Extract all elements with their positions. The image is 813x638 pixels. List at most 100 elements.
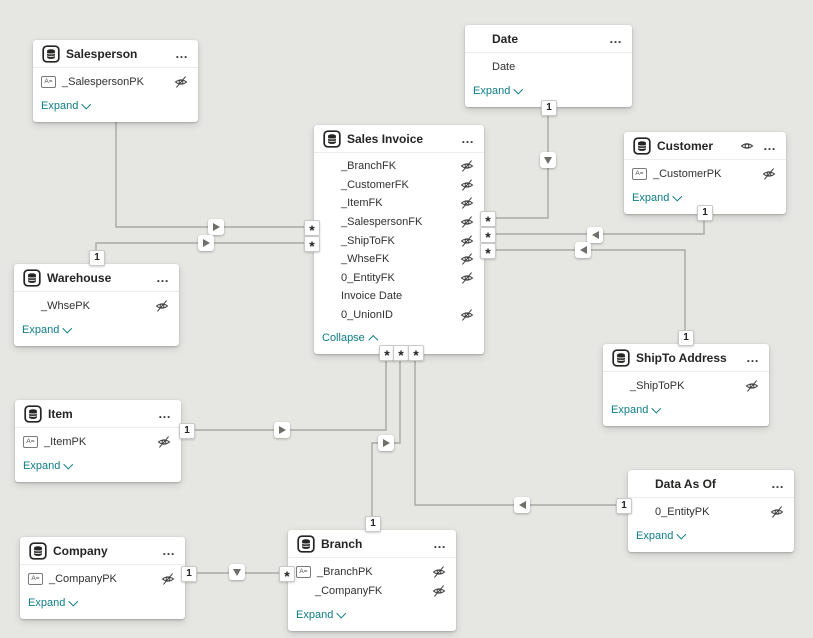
hidden-eye-icon[interactable] — [460, 196, 474, 210]
table-card-branch[interactable]: Branch … A= _BranchPK _CompanyFK Expand — [288, 530, 456, 631]
key-field-icon: A= — [41, 75, 56, 88]
hidden-eye-icon[interactable] — [174, 75, 188, 89]
field-row[interactable]: _ShipToFK — [314, 231, 484, 250]
hidden-eye-icon[interactable] — [432, 565, 446, 579]
table-icon — [23, 268, 41, 287]
relationship-shipto-salesinvoice[interactable] — [487, 249, 686, 343]
field-row[interactable]: A= _BranchPK — [288, 562, 456, 581]
more-options-icon[interactable]: … — [746, 349, 760, 365]
hidden-eye-icon[interactable] — [161, 572, 175, 586]
table-header[interactable]: Date … — [465, 25, 632, 53]
eye-icon[interactable] — [740, 139, 755, 153]
expand-toggle[interactable]: Expand — [296, 608, 347, 621]
field-row[interactable]: 0_UnionID — [314, 306, 484, 325]
table-card-company[interactable]: Company … A= _CompanyPK Expand — [20, 537, 185, 619]
chevron-down-icon — [62, 323, 73, 334]
chevron-down-icon — [676, 529, 687, 540]
key-field-icon: A= — [28, 572, 43, 585]
hidden-eye-icon[interactable] — [157, 435, 171, 449]
field-row[interactable]: _SalespersonFK — [314, 213, 484, 232]
hidden-eye-icon[interactable] — [460, 234, 474, 248]
hidden-eye-icon[interactable] — [155, 299, 169, 313]
field-row[interactable]: 0_EntityPK — [628, 502, 794, 521]
hidden-eye-icon[interactable] — [460, 159, 474, 173]
cardinality-many: * — [480, 211, 496, 227]
field-row[interactable]: _CompanyFK — [288, 581, 456, 600]
table-card-customer[interactable]: Customer … A= _CustomerPK Expand — [624, 132, 786, 214]
more-options-icon[interactable]: … — [175, 45, 189, 61]
field-row[interactable]: A= _ItemPK — [15, 432, 181, 451]
chevron-down-icon — [68, 596, 79, 607]
hidden-eye-icon[interactable] — [460, 178, 474, 192]
field-row[interactable]: A= _CompanyPK — [20, 569, 185, 588]
more-options-icon[interactable]: … — [162, 542, 176, 558]
table-card-warehouse[interactable]: Warehouse … _WhsePK Expand — [14, 264, 179, 346]
hidden-eye-icon[interactable] — [745, 379, 759, 393]
expand-toggle[interactable]: Expand — [632, 191, 683, 204]
field-row[interactable]: _BranchFK — [314, 157, 484, 176]
key-field-icon: A= — [296, 565, 311, 578]
hidden-eye-icon[interactable] — [460, 252, 474, 266]
table-header[interactable]: Warehouse … — [14, 264, 179, 292]
cardinality-one: 1 — [697, 205, 713, 221]
relationship-salesperson-salesinvoice[interactable] — [115, 116, 310, 228]
field-row[interactable]: A= _SalespersonPK — [33, 72, 198, 91]
collapse-toggle[interactable]: Collapse — [322, 332, 378, 345]
hidden-eye-icon[interactable] — [460, 215, 474, 229]
relationship-item-salesinvoice[interactable] — [182, 351, 387, 431]
relationship-dataasof-salesinvoice[interactable] — [414, 351, 627, 506]
expand-toggle[interactable]: Expand — [611, 403, 662, 416]
relationship-date-salesinvoice[interactable] — [487, 103, 549, 219]
table-header[interactable]: Item … — [15, 400, 181, 428]
hidden-eye-icon[interactable] — [762, 167, 776, 181]
field-row[interactable]: Invoice Date — [314, 287, 484, 306]
field-row[interactable]: Date — [465, 57, 632, 76]
field-row[interactable]: _ItemFK — [314, 194, 484, 213]
expand-toggle[interactable]: Expand — [636, 529, 687, 542]
table-header[interactable]: Customer … — [624, 132, 786, 160]
table-card-shipto-address[interactable]: ShipTo Address … _ShipToPK Expand — [603, 344, 769, 426]
expand-toggle[interactable]: Expand — [28, 596, 79, 609]
more-options-icon[interactable]: … — [461, 130, 475, 146]
table-header[interactable]: ShipTo Address … — [603, 344, 769, 372]
table-title: Warehouse — [47, 270, 112, 285]
more-options-icon[interactable]: … — [433, 535, 447, 551]
filter-arrow-left-icon — [575, 242, 591, 258]
field-row[interactable]: _WhseFK — [314, 250, 484, 269]
table-card-sales-invoice[interactable]: Sales Invoice … _BranchFK _CustomerFK _I… — [314, 125, 484, 355]
more-options-icon[interactable]: … — [156, 269, 170, 285]
expand-toggle[interactable]: Expand — [22, 323, 73, 336]
expand-toggle[interactable]: Expand — [41, 99, 92, 112]
more-options-icon[interactable]: … — [609, 30, 623, 46]
field-name: _ItemFK — [341, 197, 383, 210]
expand-toggle[interactable]: Expand — [23, 459, 74, 472]
hidden-eye-icon[interactable] — [460, 308, 474, 322]
table-header[interactable]: Branch … — [288, 530, 456, 558]
table-header[interactable]: Data As Of … — [628, 470, 794, 498]
cardinality-one: 1 — [365, 516, 381, 532]
field-row[interactable]: _ShipToPK — [603, 376, 769, 395]
hidden-eye-icon[interactable] — [460, 271, 474, 285]
filter-arrow-left-icon — [587, 227, 603, 243]
table-header[interactable]: Company … — [20, 537, 185, 565]
field-row[interactable]: _WhsePK — [14, 296, 179, 315]
field-row[interactable]: 0_EntityFK — [314, 269, 484, 288]
table-header[interactable]: Sales Invoice … — [314, 125, 484, 153]
more-options-icon[interactable]: … — [158, 405, 172, 421]
filter-arrow-down-icon — [229, 564, 245, 580]
field-row[interactable]: _CustomerFK — [314, 176, 484, 195]
hidden-eye-icon[interactable] — [432, 584, 446, 598]
more-options-icon[interactable]: … — [771, 475, 785, 491]
more-options-icon[interactable]: … — [763, 137, 777, 153]
table-card-salesperson[interactable]: Salesperson … A= _SalespersonPK Expand — [33, 40, 198, 122]
table-card-item[interactable]: Item … A= _ItemPK Expand — [15, 400, 181, 482]
field-row[interactable]: A= _CustomerPK — [624, 164, 786, 183]
table-header[interactable]: Salesperson … — [33, 40, 198, 68]
table-card-data-as-of[interactable]: Data As Of … 0_EntityPK Expand — [628, 470, 794, 552]
expand-toggle[interactable]: Expand — [473, 84, 524, 97]
hidden-eye-icon[interactable] — [770, 505, 784, 519]
table-card-date[interactable]: Date … Date Expand — [465, 25, 632, 107]
table-icon — [633, 136, 651, 155]
expand-label: Expand — [636, 530, 674, 542]
